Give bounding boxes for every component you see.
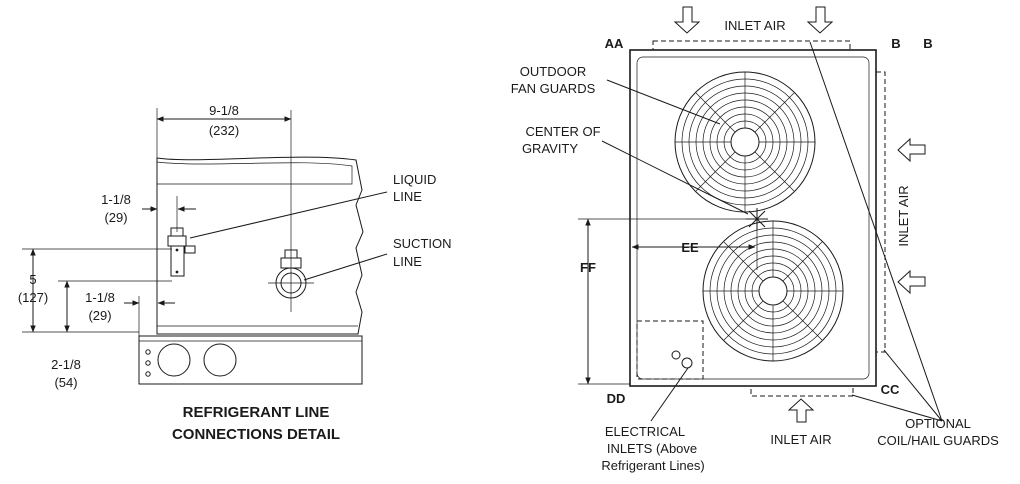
cabinet-outline — [156, 156, 364, 335]
dim-lower-offset-label: 1-1/8 — [85, 290, 115, 305]
control-box — [636, 320, 704, 380]
dim-liquid-offset-mm-label: (29) — [104, 210, 127, 225]
dim-ff-label: FF — [580, 260, 596, 275]
liquid-line-label-2: LINE — [393, 189, 422, 204]
fan-guards-label-2: FAN GUARDS — [511, 81, 596, 96]
suction-line-label-2: LINE — [393, 254, 422, 269]
dim-base-height-label: 2-1/8 — [51, 357, 81, 372]
optional-guards-label-1: OPTIONAL — [905, 416, 971, 431]
corner-aa-label: AA — [605, 36, 624, 51]
dim-height-mm-label: (127) — [18, 290, 48, 305]
lower-fan-guard — [702, 220, 844, 362]
unit-top-view — [578, 6, 943, 423]
labels: 9-1/8 (232) 1-1/8 (29) 5 (127) 1-1/8 (29… — [18, 18, 999, 473]
fan-guards-label-1: OUTDOOR — [520, 64, 586, 79]
inlet-air-arrow-side-top — [897, 137, 926, 163]
dim-liquid-offset-label: 1-1/8 — [101, 192, 131, 207]
dim-width-mm-label: (232) — [209, 123, 239, 138]
inlet-air-top-label: INLET AIR — [724, 18, 785, 33]
dim-width-label: 9-1/8 — [209, 103, 239, 118]
coil-guard-right — [875, 71, 886, 353]
base-knockout-left — [157, 343, 191, 377]
dim-lower-offset-mm-label: (29) — [88, 308, 111, 323]
base-knockout-right — [203, 343, 237, 377]
optional-guards-label-2: COIL/HAIL GUARDS — [877, 433, 999, 448]
inlet-air-side-label: INLET AIR — [896, 185, 911, 246]
cabinet-top-band — [156, 161, 353, 185]
corner-b1-label: B — [891, 36, 900, 51]
corner-b2-label: B — [923, 36, 932, 51]
coil-guard-bottom — [750, 385, 854, 397]
electrical-inlets-label-1: ELECTRICAL — [605, 424, 685, 439]
detail-title-line-1: REFRIGERANT LINE — [183, 404, 330, 421]
inlet-air-arrow-side-bottom — [897, 269, 926, 295]
electrical-inlets-label-3: Refrigerant Lines) — [601, 458, 704, 473]
inlet-air-arrow-top-right — [806, 6, 834, 34]
corner-dd-label: DD — [607, 391, 626, 406]
inlet-air-arrow-bottom — [787, 398, 815, 423]
upper-fan-guard — [674, 71, 816, 213]
liquid-line-valve — [167, 227, 196, 277]
coil-guard-top — [652, 40, 851, 51]
center-of-gravity-label-2: GRAVITY — [522, 141, 578, 156]
inlet-air-arrow-top-left — [673, 6, 701, 34]
dim-height-label: 5 — [29, 272, 36, 287]
base-rail — [138, 335, 363, 385]
refrigerant-connections-detail — [22, 108, 388, 385]
dim-ee-label: EE — [681, 240, 699, 255]
liquid-line-label-1: LIQUID — [393, 172, 436, 187]
center-of-gravity-label-1: CENTER OF — [525, 124, 600, 139]
unit-cabinet — [629, 49, 877, 387]
suction-line-label-1: SUCTION — [393, 236, 452, 251]
detail-title-line-2: CONNECTIONS DETAIL — [172, 426, 340, 443]
electrical-inlets-label-2: INLETS (Above — [607, 441, 697, 456]
dim-base-height-mm-label: (54) — [54, 375, 77, 390]
corner-cc-label: CC — [881, 382, 900, 397]
inlet-air-bottom-label: INLET AIR — [770, 432, 831, 447]
